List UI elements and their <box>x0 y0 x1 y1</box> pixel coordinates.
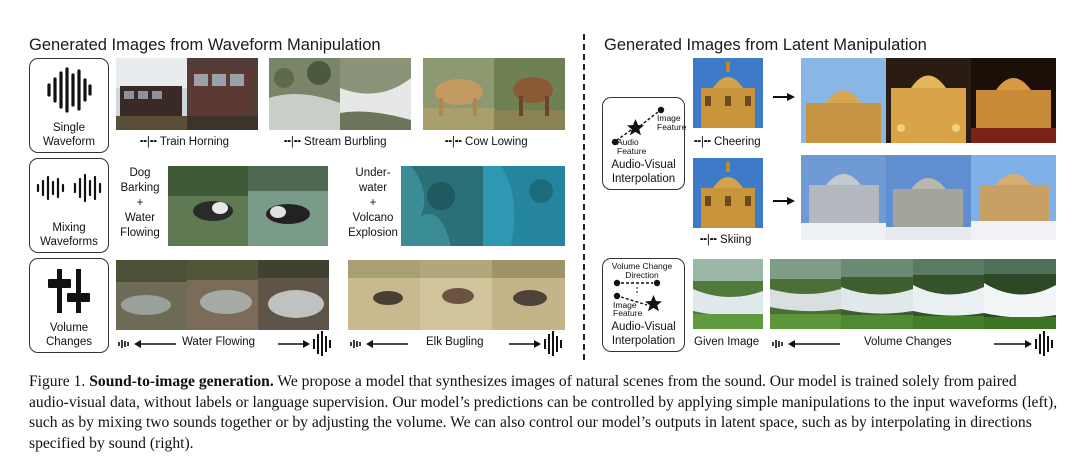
section-divider <box>583 34 585 360</box>
caption-skiing: ╍|╍ Skiing <box>700 234 752 246</box>
dog-water-image-pair <box>168 166 328 246</box>
cathedral-source-image-2 <box>693 158 763 228</box>
interp2-label-1: Audio-Visual <box>611 321 676 333</box>
audio-icon: ╍|╍ <box>284 136 305 148</box>
volume-sliders-icon <box>45 267 93 315</box>
interp2-label-2: Interpolation <box>611 335 676 347</box>
interp-direction-icon <box>613 279 662 312</box>
caption-volume-changes: Volume Changes <box>864 336 952 348</box>
volume-down-arrow-left <box>118 336 178 352</box>
interp1-label-2: Interpolation <box>611 173 676 185</box>
audio-icon: ╍|╍ <box>445 136 466 148</box>
interp1-label-1: Audio-Visual <box>611 159 676 171</box>
underwater-volcano-image-pair <box>401 166 565 246</box>
volume-up-arrow-elk <box>507 330 563 356</box>
right-section-title: Generated Images from Latent Manipulatio… <box>604 36 927 54</box>
cow-image-pair <box>423 58 565 130</box>
waveform-icon <box>45 67 93 113</box>
volume-changes-label-1: Volume <box>49 322 89 334</box>
skiing-output-images <box>801 155 1056 240</box>
mixing-waveforms-box: Mixing Waveforms <box>29 158 109 253</box>
water-flowing-image-row <box>116 260 329 330</box>
volume-changes-label-2: Changes <box>45 336 93 348</box>
single-waveform-label-1: Single <box>53 122 85 134</box>
figure-caption: Figure 1. Sound-to-image generation. We … <box>29 372 1059 454</box>
caption-given-image: Given Image <box>694 336 760 348</box>
interp-diagram-icon <box>611 106 665 146</box>
stream-image-pair <box>269 58 411 130</box>
elk-image-row <box>348 260 565 330</box>
figure-text: We propose a model that synthesizes imag… <box>29 373 1058 452</box>
cheering-output-images <box>801 58 1056 143</box>
given-waterfall-image <box>693 259 763 329</box>
caption-stream: ╍|╍ Stream Burbling <box>284 136 387 148</box>
caption-cow: ╍|╍ Cow Lowing <box>445 136 528 148</box>
mixing-waveforms-label-2: Waveforms <box>40 236 98 248</box>
caption-train: ╍|╍ Train Horning <box>140 136 230 148</box>
mix-dog-water-label: Dog Barking + Water Flowing <box>120 167 160 239</box>
mixing-waveforms-label-1: Mixing <box>52 222 86 234</box>
volume-change-output-images <box>770 259 1056 329</box>
mixed-waveforms-icon <box>35 173 103 203</box>
arrow-right-icon-2 <box>773 196 795 206</box>
volume-up-arrow-right <box>994 330 1054 356</box>
figure-title: Sound-to-image generation. <box>89 373 274 390</box>
volume-down-arrow-right <box>772 336 842 352</box>
left-section-title: Generated Images from Waveform Manipulat… <box>29 36 381 54</box>
volume-down-arrow-elk <box>350 336 410 352</box>
arrow-right-icon-1 <box>773 92 795 102</box>
train-image-pair <box>116 58 258 130</box>
audio-icon: ╍|╍ <box>694 136 715 148</box>
volume-changes-box: Volume Changes <box>29 258 109 353</box>
audio-icon: ╍|╍ <box>700 234 721 246</box>
single-waveform-label-2: Waveform <box>43 136 95 148</box>
cathedral-source-image-1 <box>693 58 763 128</box>
single-waveform-box: Single Waveform <box>29 58 109 153</box>
caption-elk: Elk Bugling <box>426 336 484 348</box>
volume-up-arrow-left <box>276 330 332 356</box>
figure-label: Figure 1. <box>29 373 86 390</box>
caption-water-flowing: Water Flowing <box>182 336 256 348</box>
audio-icon: ╍|╍ <box>140 136 160 148</box>
mix-underwater-volcano-label: Under- water + Volcano Explosion <box>348 167 398 239</box>
caption-cheering: ╍|╍ Cheering <box>694 136 761 148</box>
